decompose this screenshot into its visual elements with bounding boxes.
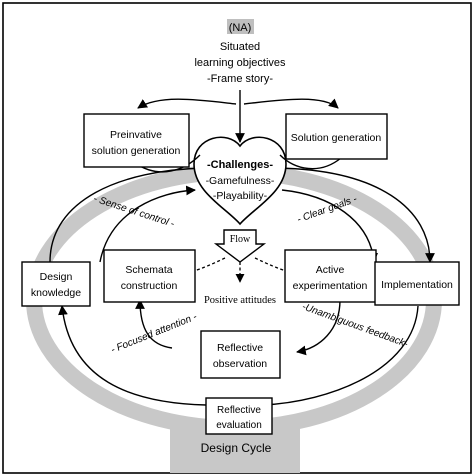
solution-generation-box: Solution generation <box>285 113 388 160</box>
design-knowledge-line2: knowledge <box>31 287 81 299</box>
top-to-preinvative-arc <box>137 98 237 109</box>
design-cycle-label: Design Cycle <box>201 441 272 455</box>
challenges-heart <box>193 136 287 226</box>
reflective-evaluation-line1: Reflective <box>217 405 261 416</box>
reflective-observation-line1: Reflective <box>217 342 263 354</box>
active-experimentation-box: Active experimentation <box>284 249 377 303</box>
design-knowledge-line1: Design <box>40 271 73 283</box>
inner-loop-top-left-arrow <box>99 185 196 263</box>
inner-loop-top-right-arrow <box>281 189 379 263</box>
positive-attitudes-label: Positive attitudes <box>204 295 276 306</box>
flow-arrow <box>213 229 267 263</box>
gamefulness-label: -Gamefulness- <box>206 175 275 187</box>
design-knowledge-box: Design knowledge <box>21 261 91 307</box>
top-to-solution-arc <box>243 98 339 109</box>
implementation-box: Implementation <box>374 261 460 306</box>
reflective-evaluation-box: Reflective evaluation <box>205 397 273 435</box>
inner-loop-right-arrow <box>296 299 341 356</box>
reflective-observation-box: Reflective observation <box>200 330 281 379</box>
outer-loop-top-right-arrow <box>269 167 435 263</box>
na-badge <box>227 19 254 34</box>
playability-label: -Playability- <box>213 190 268 202</box>
inner-loop-left-arrow <box>135 299 173 349</box>
schemata-line1: Schemata <box>125 264 172 276</box>
reflective-evaluation-line2: evaluation <box>216 420 262 431</box>
outer-loop-right-arrow <box>261 305 419 410</box>
reflective-observation-line2: observation <box>213 358 267 370</box>
frame-story-label: -Frame story- <box>207 73 273 85</box>
outer-loop-left-arrow <box>58 305 207 406</box>
schemata-construction-box: Schemata construction <box>103 249 196 303</box>
active-line1: Active <box>316 264 345 276</box>
preinvative-box: Preinvative solution generation <box>83 113 190 168</box>
flow-label: Flow <box>230 234 251 245</box>
schemata-line2: construction <box>121 280 178 292</box>
preinvative-line1: Preinvative <box>110 129 162 141</box>
learning-objectives-label: learning objectives <box>194 57 286 69</box>
situated-label: Situated <box>220 41 260 53</box>
solution-to-heart-arc <box>279 154 342 170</box>
solution-generation-line1: Solution generation <box>291 132 382 144</box>
active-line2: experimentation <box>293 280 368 292</box>
implementation-label: Implementation <box>381 279 453 291</box>
challenges-label: -Challenges- <box>207 159 273 171</box>
preinvative-line2: solution generation <box>92 145 181 157</box>
na-label: (NA) <box>229 22 252 34</box>
